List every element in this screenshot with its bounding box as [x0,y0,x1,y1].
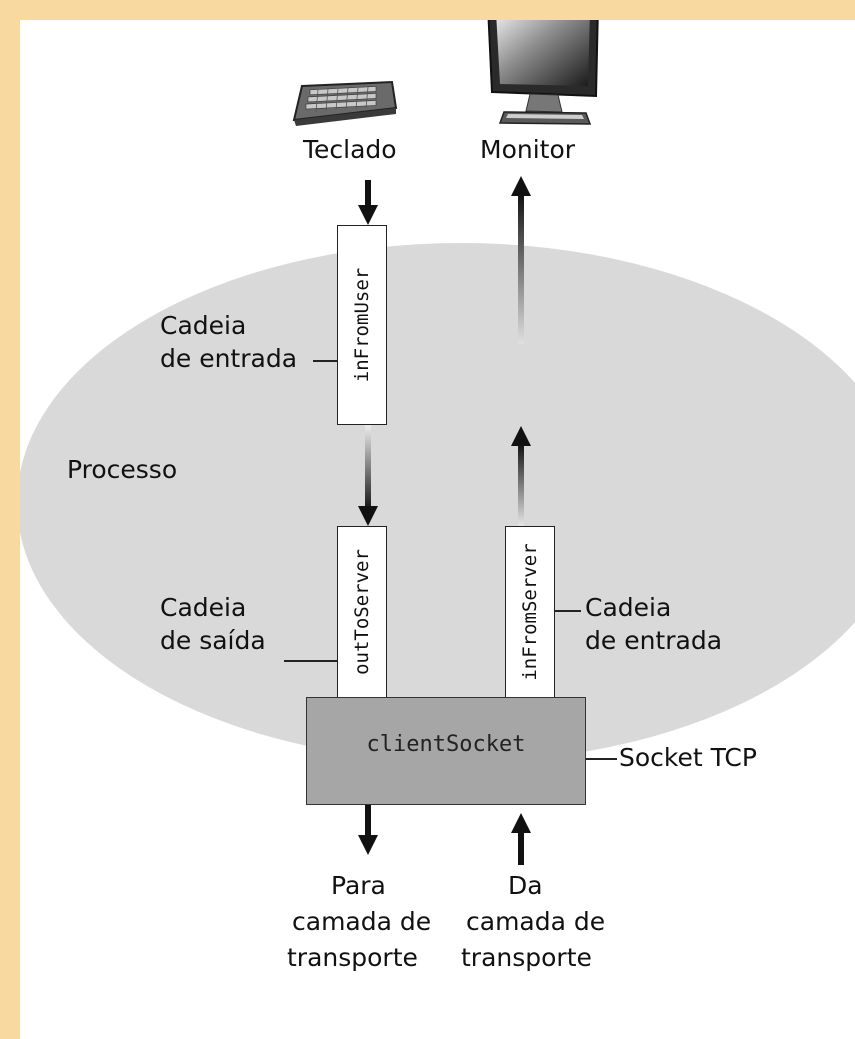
monitor-arrow-shaft [518,194,524,344]
out-to-server-caption-1: Cadeia [160,593,247,622]
socket-leader [586,758,617,760]
to-transport-arrow-head [358,835,378,855]
in-from-server-caption-1: Cadeia [585,593,672,622]
from-transport-label-2: camada de [466,907,606,936]
socket-caption: Socket TCP [619,743,757,772]
from-transport-arrow-head [511,813,531,833]
process-label: Processo [67,455,178,484]
out-to-server-caption-2: de saída [160,626,266,655]
to-transport-arrow-shaft [365,805,371,839]
out-to-server-stream: outToServer [337,526,387,698]
to-transport-label-3: transporte [287,943,418,972]
process-ellipse [20,243,855,762]
from-transport-label-1: Da [508,871,543,900]
keyboard-arrow-shaft [365,180,371,210]
diagram-panel: Teclado Monitor inFromUser Cadeia de ent… [20,20,855,1039]
client-socket-box: clientSocket [306,697,586,805]
client-socket-name: clientSocket [366,732,526,757]
in-from-server-name: inFromServer [519,543,541,681]
user-to-server-arrow-shaft [365,425,371,510]
to-transport-label-2: camada de [292,907,432,936]
monitor-label: Monitor [480,135,576,164]
from-transport-arrow-shaft [518,831,524,865]
monitor-icon [487,20,599,125]
from-transport-label-3: transporte [461,943,592,972]
to-transport-label-1: Para [331,871,386,900]
out-to-server-leader [284,660,337,662]
out-to-server-name: outToServer [351,549,373,675]
in-from-user-caption-2: de entrada [160,344,298,373]
in-from-user-name: inFromUser [351,267,373,383]
keyboard-label: Teclado [303,135,397,164]
in-from-server-caption-2: de entrada [585,626,723,655]
server-arrow-shaft [518,444,524,526]
monitor-arrow-head [511,176,531,196]
in-from-user-stream: inFromUser [337,225,387,425]
in-from-server-stream: inFromServer [505,526,555,698]
keyboard-arrow-head [358,205,378,225]
in-from-server-leader [555,610,581,612]
server-arrow-head [511,426,531,446]
user-to-server-arrow-head [358,506,378,526]
in-from-user-leader [313,360,337,362]
keyboard-icon [292,80,398,126]
in-from-user-caption-1: Cadeia [160,311,247,340]
